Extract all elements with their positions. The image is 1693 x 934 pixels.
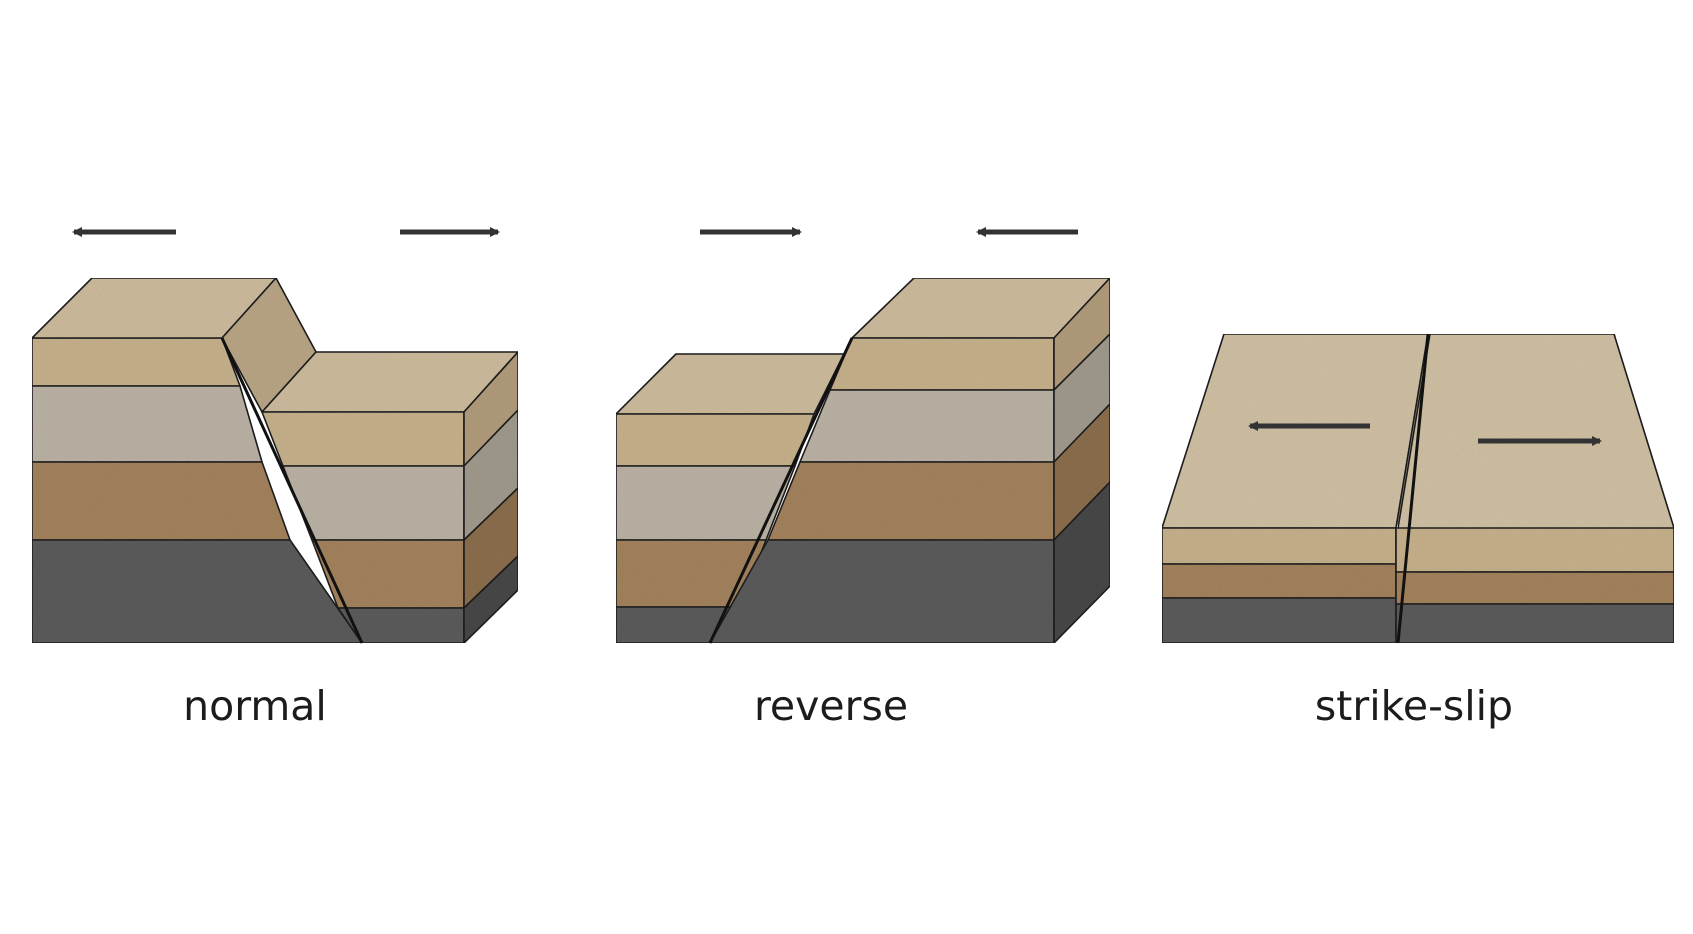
strike-right-layer-brown xyxy=(1395,571,1675,605)
normal-right-layer-brown xyxy=(311,539,465,609)
reverse-fault-block xyxy=(615,277,1111,644)
normal-fault-block xyxy=(31,277,519,644)
normal-left-layer-basement xyxy=(31,539,363,644)
reverse-left-top xyxy=(615,353,845,415)
strike-left-layer-basement xyxy=(1161,597,1397,644)
strike-slip-fault-line xyxy=(1396,333,1430,644)
normal-right-side-basement xyxy=(463,555,519,644)
reverse-fault-line xyxy=(708,337,854,644)
strike-left-layer-brown xyxy=(1161,563,1397,599)
reverse-right-layer-top xyxy=(829,337,1055,391)
reverse-right-layer-gray xyxy=(799,389,1055,463)
normal-left-layer-brown xyxy=(31,461,291,541)
normal-left-layer-gray xyxy=(31,385,263,463)
strike-right-layer-sand xyxy=(1395,527,1675,573)
caption-reverse: reverse xyxy=(753,682,909,730)
strike-right-top-surface xyxy=(1397,333,1676,529)
normal-fault-line xyxy=(220,337,364,644)
strike-left-layer-sand xyxy=(1161,527,1397,565)
reverse-right-side-basement xyxy=(1053,481,1111,644)
caption-strike-slip: strike-slip xyxy=(1314,682,1514,730)
strike-left-top xyxy=(1161,333,1429,529)
reverse-right-layer-brown xyxy=(767,461,1055,541)
normal-left-layer-top xyxy=(31,337,241,387)
caption-normal: normal xyxy=(183,682,327,730)
normal-right-layer-top xyxy=(261,411,465,467)
reverse-left-layer-top xyxy=(615,413,815,467)
reverse-left-layer-gray xyxy=(615,465,796,541)
strike-right-layer-basement xyxy=(1395,603,1675,644)
reverse-right-layer-basement xyxy=(709,539,1055,644)
